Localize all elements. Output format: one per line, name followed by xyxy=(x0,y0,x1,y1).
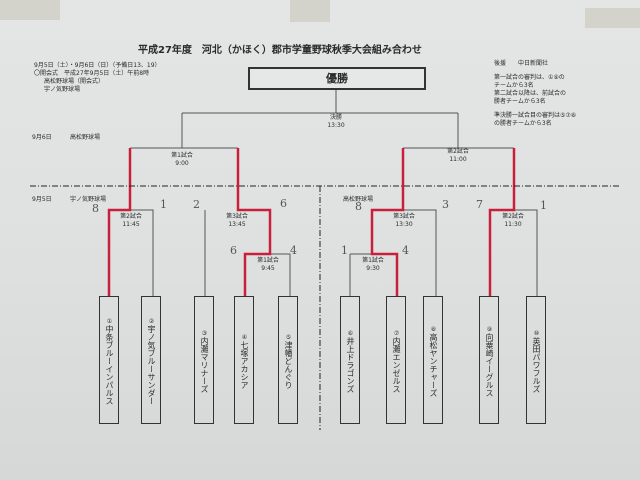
team-name: 向粟崎イーグルス xyxy=(485,332,494,397)
match-time: 11:30 xyxy=(504,221,522,228)
day6-date: 9月6日 xyxy=(32,134,52,141)
match-label: 第3試合 xyxy=(226,213,248,220)
match-label: 第2試合 xyxy=(120,213,142,220)
match-time: 13:30 xyxy=(327,122,345,129)
team-number: ⑥ xyxy=(347,329,354,337)
match-time: 13:45 xyxy=(228,221,246,228)
sponsor: 後援 中日新聞社 xyxy=(494,60,549,67)
score: 1 xyxy=(341,244,348,257)
schedule-info: 9月5日（土）・9月6日（日）（予備日13、19） 〇開会式 平成27年9月5日… xyxy=(34,62,161,94)
match-time: 13:30 xyxy=(395,221,413,228)
team-name: 英田パワフルズ xyxy=(532,336,541,393)
page-title: 平成27年度 河北（かほく）郡市学童野球秋季大会組み合わせ xyxy=(138,45,422,56)
score: 6 xyxy=(280,197,287,210)
tape xyxy=(290,0,330,22)
notes: 後援 中日新聞社 第一試合の審判は、①⑨の チームから3名 第二試合以降は、前試… xyxy=(494,60,576,128)
champion-box: 優勝 xyxy=(248,67,426,90)
team-name: 七塚アカシア xyxy=(240,340,249,389)
day6-venue: 高松野球場 xyxy=(70,134,101,141)
score: 8 xyxy=(355,200,362,213)
match-time: 11:45 xyxy=(122,221,140,228)
day5-date: 9月5日 xyxy=(32,196,52,203)
score: 3 xyxy=(442,198,449,211)
team-number: ① xyxy=(106,317,113,325)
note-line: チームから3名 xyxy=(494,82,534,89)
score: 8 xyxy=(92,202,99,215)
info-line: 高松野球場（開会式） xyxy=(44,78,105,85)
match-label: 第2試合 xyxy=(447,148,469,155)
team-name: 内灘エンゼルス xyxy=(392,336,401,393)
score: 7 xyxy=(476,198,483,211)
match-label: 第1試合 xyxy=(171,152,193,159)
match-label: 第1試合 xyxy=(362,257,384,264)
score: 1 xyxy=(160,198,167,211)
team-name: 中条ブルーインパルス xyxy=(105,324,114,405)
team-number: ⑨ xyxy=(486,325,493,333)
score: 6 xyxy=(230,244,237,257)
team-name: 井上ドラゴンズ xyxy=(346,336,355,393)
match-label: 第2試合 xyxy=(502,213,524,220)
team-number: ⑤ xyxy=(285,333,292,341)
team-number: ② xyxy=(148,317,155,325)
score: 4 xyxy=(402,244,409,257)
match-label: 決勝 xyxy=(329,114,342,121)
info-line: 宇ノ気野球場 xyxy=(44,86,81,93)
match-time: 9:30 xyxy=(366,265,380,272)
team-number: ⑦ xyxy=(393,329,400,337)
note-line: の勝者チームから3名 xyxy=(494,120,552,127)
info-line: 〇開会式 平成27年9月5日（土）午前8時 xyxy=(34,70,150,77)
tape xyxy=(585,8,640,28)
team-name: 内灘マリナーズ xyxy=(200,336,209,393)
day5-right-venue: 高松野球場 xyxy=(343,196,374,203)
match-time: 11:00 xyxy=(449,156,467,163)
note-line: 勝者チームから3名 xyxy=(494,98,546,105)
team-number: ④ xyxy=(241,333,248,341)
team-number: ⑧ xyxy=(430,325,437,333)
team-number: ⑩ xyxy=(533,329,540,337)
score: 4 xyxy=(290,244,297,257)
team-number: ③ xyxy=(201,329,208,337)
note-line: 準決勝一試合目の審判は⑤⑦⑧ xyxy=(494,112,577,119)
match-time: 9:45 xyxy=(261,265,275,272)
score: 2 xyxy=(193,198,200,211)
team-name: 宇ノ気ブルーサンダー xyxy=(147,324,156,405)
match-label: 第1試合 xyxy=(257,257,279,264)
note-line: 第二試合以降は、前試合の xyxy=(494,90,567,97)
score: 1 xyxy=(540,199,547,212)
info-line: 9月5日（土）・9月6日（日）（予備日13、19） xyxy=(34,62,161,69)
match-label: 第3試合 xyxy=(393,213,415,220)
match-time: 9:00 xyxy=(175,160,189,167)
day5-left-venue: 宇ノ気野球場 xyxy=(70,196,107,203)
note-line: 第一試合の審判は、①⑨の xyxy=(494,74,565,81)
team-name: 高松ヤンチャーズ xyxy=(429,332,438,397)
team-name: 津幡どんぐり xyxy=(284,340,293,389)
tape xyxy=(0,0,60,20)
